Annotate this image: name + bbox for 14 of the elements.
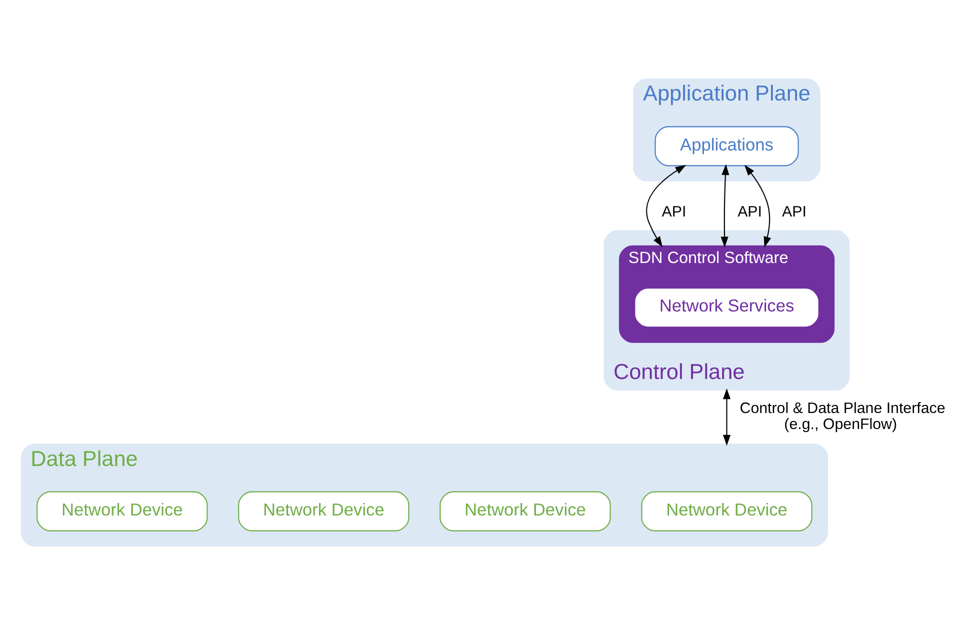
arrow bbox=[722, 388, 731, 446]
edge-label: API bbox=[782, 202, 806, 220]
arrow bbox=[720, 164, 730, 247]
edge-label: Control & Data Plane Interface (e.g., OpenFlow) bbox=[740, 399, 946, 433]
arrow bbox=[646, 164, 686, 247]
node-box: Network Device bbox=[238, 490, 410, 531]
node-box: Network Device bbox=[641, 490, 812, 531]
node-box: Network Device bbox=[440, 490, 611, 531]
edge-label: API bbox=[662, 202, 686, 220]
node-box: Network Services bbox=[634, 287, 820, 328]
node-box: Network Device bbox=[36, 490, 208, 531]
node-box: Applications bbox=[654, 126, 799, 166]
arrow bbox=[744, 164, 772, 247]
edge-label: API bbox=[738, 202, 762, 220]
